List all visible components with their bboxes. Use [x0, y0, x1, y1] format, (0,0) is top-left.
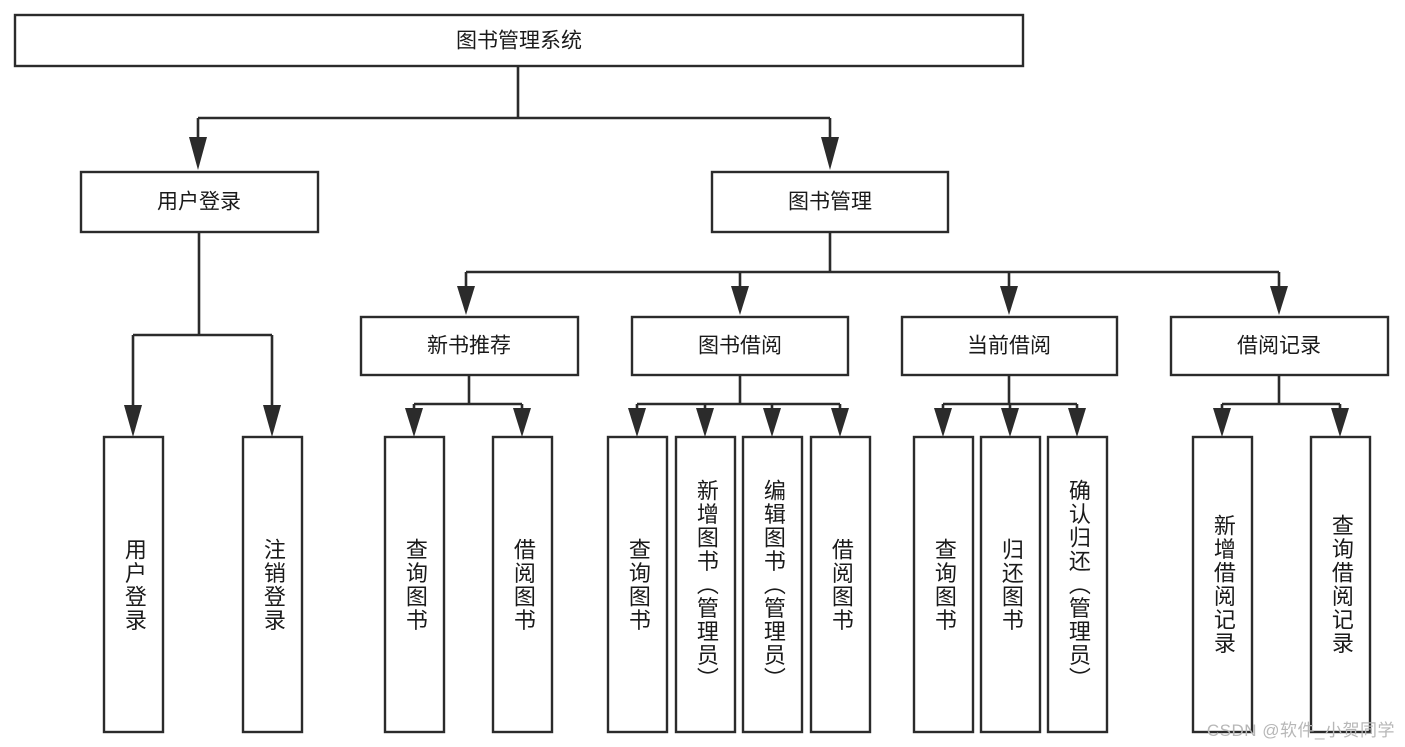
node-root-system[interactable]: 图书管理系统 — [13, 13, 1025, 68]
node-book-borrow-label: 图书借阅 — [698, 335, 782, 358]
node-new-book-recommend-box[interactable] — [359, 315, 580, 377]
leaf-box-confirm-return[interactable] — [1046, 435, 1109, 734]
node-new-book-recommend[interactable]: 新书推荐 — [359, 315, 580, 377]
node-new-book-recommend-label: 新书推荐 — [427, 335, 511, 358]
arrow-head-leaf-query-record — [1331, 408, 1349, 437]
leaf-box-query-book-3[interactable] — [912, 435, 975, 734]
arrow-head-book-borrow — [731, 286, 749, 315]
leaf-box-add-book[interactable] — [674, 435, 737, 734]
connectors-user-login-to-leaves — [124, 233, 281, 437]
node-book-management-box[interactable] — [710, 170, 950, 234]
node-root-label: 图书管理系统 — [456, 30, 582, 53]
connectors-new-book-recommend-to-leaves — [405, 375, 531, 437]
leaf-box-logout-login[interactable] — [241, 435, 304, 734]
arrow-head-leaf-confirm-return — [1068, 408, 1086, 437]
connectors-root-to-level2 — [189, 67, 839, 170]
arrow-head-leaf-query-book-2 — [628, 408, 646, 437]
leaf-box-user-login[interactable] — [102, 435, 165, 734]
arrow-head-leaf-add-record — [1213, 408, 1231, 437]
node-book-borrow[interactable]: 图书借阅 — [630, 315, 850, 377]
node-borrow-record-box[interactable] — [1169, 315, 1390, 377]
node-current-borrow-box[interactable] — [900, 315, 1119, 377]
arrow-head-borrow-record — [1270, 286, 1288, 315]
watermark-text: CSDN @软件_小贺同学 — [1206, 721, 1395, 740]
leaf-box-query-record[interactable] — [1309, 435, 1372, 734]
arrow-head-book-management — [821, 137, 839, 170]
node-book-management-label: 图书管理 — [788, 191, 872, 214]
node-user-login[interactable]: 用户登录 — [79, 170, 320, 234]
node-user-login-box[interactable] — [79, 170, 320, 234]
connectors-book-management-to-level3 — [457, 233, 1288, 315]
node-current-borrow-label: 当前借阅 — [967, 335, 1051, 358]
arrow-head-leaf-query-book-3 — [934, 408, 952, 437]
leaf-box-query-book-2[interactable] — [606, 435, 669, 734]
leaf-boxes — [102, 435, 1372, 734]
arrow-head-new-book-recommend — [457, 286, 475, 315]
leaf-box-return-book[interactable] — [979, 435, 1042, 734]
node-root-box[interactable] — [13, 13, 1025, 68]
arrow-head-leaf-borrow-book-2 — [831, 408, 849, 437]
node-book-management[interactable]: 图书管理 — [710, 170, 950, 234]
arrow-head-leaf-query-book-1 — [405, 408, 423, 437]
node-current-borrow[interactable]: 当前借阅 — [900, 315, 1119, 377]
node-borrow-record[interactable]: 借阅记录 — [1169, 315, 1390, 377]
leaf-box-borrow-book-2[interactable] — [809, 435, 872, 734]
connectors-book-borrow-to-leaves — [628, 375, 849, 437]
arrow-head-leaf-logout-login — [263, 405, 281, 437]
node-book-borrow-box[interactable] — [630, 315, 850, 377]
node-user-login-label: 用户登录 — [157, 191, 241, 214]
arrow-head-leaf-user-login — [124, 405, 142, 437]
leaf-box-edit-book[interactable] — [741, 435, 804, 734]
arrow-head-leaf-edit-book — [763, 408, 781, 437]
arrow-head-leaf-return-book — [1001, 408, 1019, 437]
connectors-borrow-record-to-leaves — [1213, 375, 1349, 437]
arrow-head-leaf-add-book — [696, 408, 714, 437]
connectors-current-borrow-to-leaves — [934, 375, 1086, 437]
arrow-head-user-login — [189, 137, 207, 170]
arrow-head-current-borrow — [1000, 286, 1018, 315]
node-borrow-record-label: 借阅记录 — [1237, 335, 1321, 358]
leaf-box-borrow-book-1[interactable] — [491, 435, 554, 734]
leaf-box-add-record[interactable] — [1191, 435, 1254, 734]
leaf-box-query-book-1[interactable] — [383, 435, 446, 734]
arrow-head-leaf-borrow-book-1 — [513, 408, 531, 437]
